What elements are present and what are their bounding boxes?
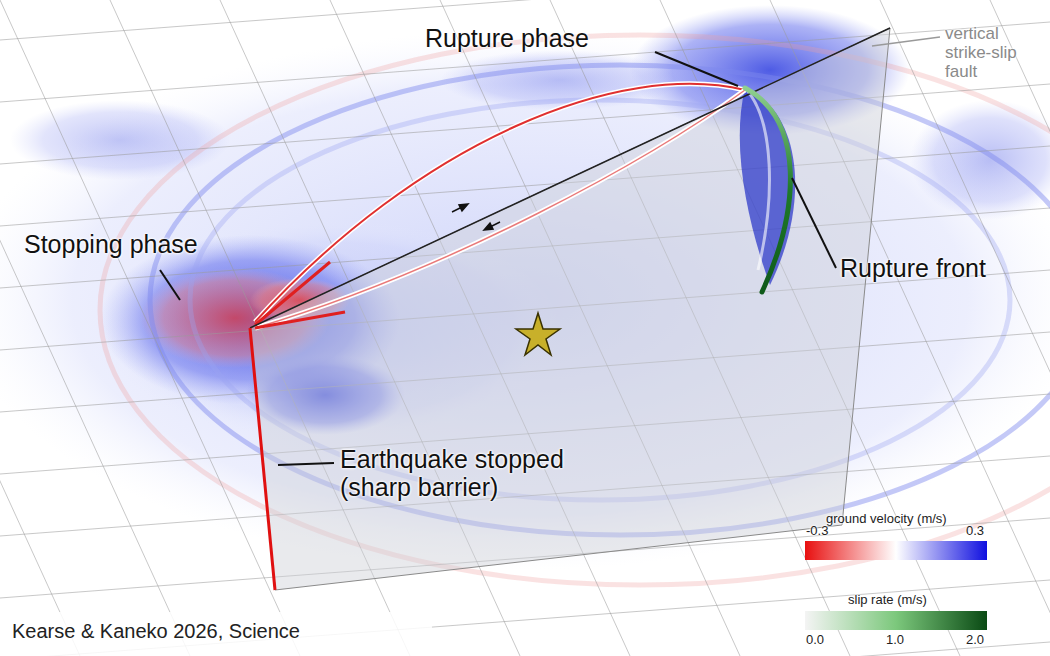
barrier-label: Earthquake stopped (sharp barrier) [340, 445, 590, 501]
grid-line [0, 0, 190, 656]
grid-line [990, 0, 1050, 656]
credit-text: Kearse & Kaneko 2026, Science [12, 620, 300, 642]
colorbar-title: slip rate (m/s) [848, 593, 927, 608]
phase-label: Rupture phase [425, 24, 589, 52]
front-label: Rupture front [840, 254, 986, 282]
grid-line [0, 22, 1050, 102]
colorbar-tick: 2.0 [966, 633, 984, 648]
colorbar-tick: 1.0 [886, 633, 904, 648]
grid-line [0, 580, 1050, 656]
colorbar-tick: -0.3 [806, 524, 828, 539]
fault-label: vertical strike-slip fault [945, 24, 1043, 81]
colorbar-tick: 0.0 [806, 633, 824, 648]
phase-label: Stopping phase [24, 230, 198, 258]
colorbar-tick: 0.3 [966, 524, 984, 539]
colorbar-title: ground velocity (m/s) [826, 512, 947, 527]
